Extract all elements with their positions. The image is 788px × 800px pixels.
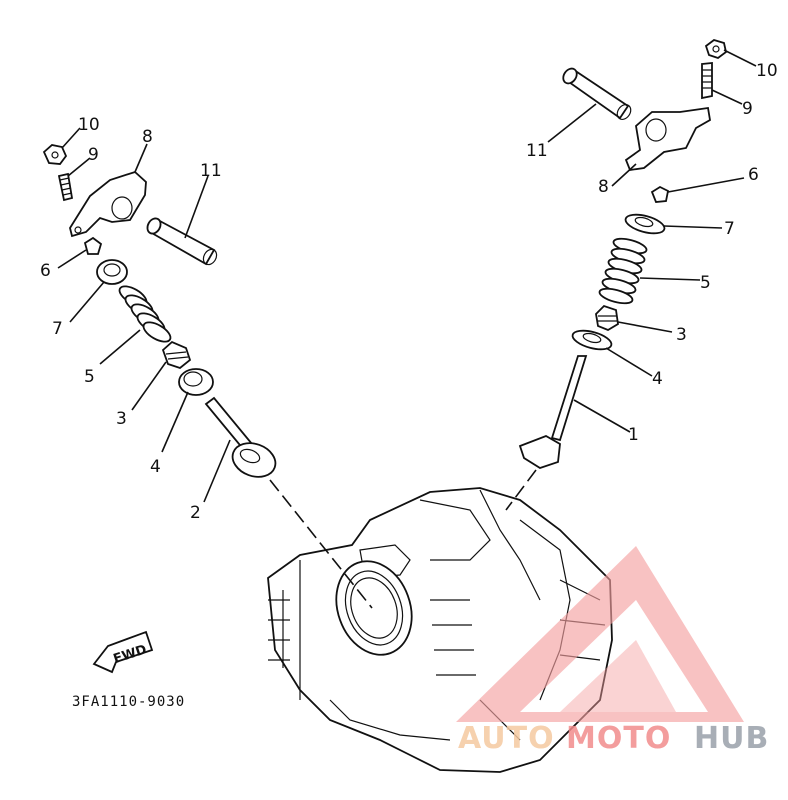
callout-right-10: 10 [756,61,778,81]
callout-right-3: 3 [676,325,687,345]
callout-left-6: 6 [40,261,51,281]
left-spring-seat [178,368,214,396]
callout-right-7: 7 [724,219,735,239]
watermark-text-auto: AUTO [458,721,555,756]
callout-left-7: 7 [52,319,63,339]
diagram-part-code: 3FA1110-9030 [72,694,185,710]
watermark-logo: AUTO MOTO HUB [456,546,769,756]
left-adjuster-screw [57,172,74,202]
callout-left-5: 5 [84,367,95,387]
callout-right-6: 6 [748,165,759,185]
callout-left-4: 4 [150,457,161,477]
leader-lines [57,49,757,609]
right-locknut [704,39,728,60]
forward-direction-arrow: FWD [92,630,154,674]
callout-left-11: 11 [200,161,222,181]
right-callouts: 10 9 11 8 6 7 5 3 4 1 [526,61,778,445]
callout-right-5: 5 [700,273,711,293]
left-stem-seal [161,340,192,370]
right-valve-assembly [518,39,728,469]
left-exhaust-valve [204,396,277,478]
watermark-text-moto: MOTO [566,721,671,756]
callout-right-9: 9 [742,99,753,119]
left-valve-assembly [42,144,277,478]
watermark-text-hub: HUB [694,721,769,756]
callout-left-8: 8 [142,127,153,147]
right-stem-seal [595,304,619,332]
right-rocker-arm [624,106,711,171]
left-valve-cotter [83,236,103,255]
callout-right-11: 11 [526,141,548,161]
right-spring-seat [571,329,613,351]
left-spring-retainer [96,259,128,285]
left-callouts: 10 9 8 11 6 7 5 3 4 2 [40,115,222,523]
right-spring-retainer [624,213,666,235]
left-rocker-arm [69,170,147,238]
watermark-triangle-icon [456,546,744,722]
callout-right-4: 4 [652,369,663,389]
right-valve-cotter [650,185,670,203]
callout-right-8: 8 [598,177,609,197]
right-intake-valve [518,355,588,469]
right-adjuster-screw [701,62,713,100]
left-locknut [42,144,68,165]
left-valve-spring [118,285,172,343]
callout-left-10: 10 [78,115,100,135]
callout-right-1: 1 [628,425,639,445]
callout-left-3: 3 [116,409,127,429]
callout-left-2: 2 [190,503,201,523]
right-valve-spring [598,237,648,305]
callout-left-9: 9 [88,145,99,165]
